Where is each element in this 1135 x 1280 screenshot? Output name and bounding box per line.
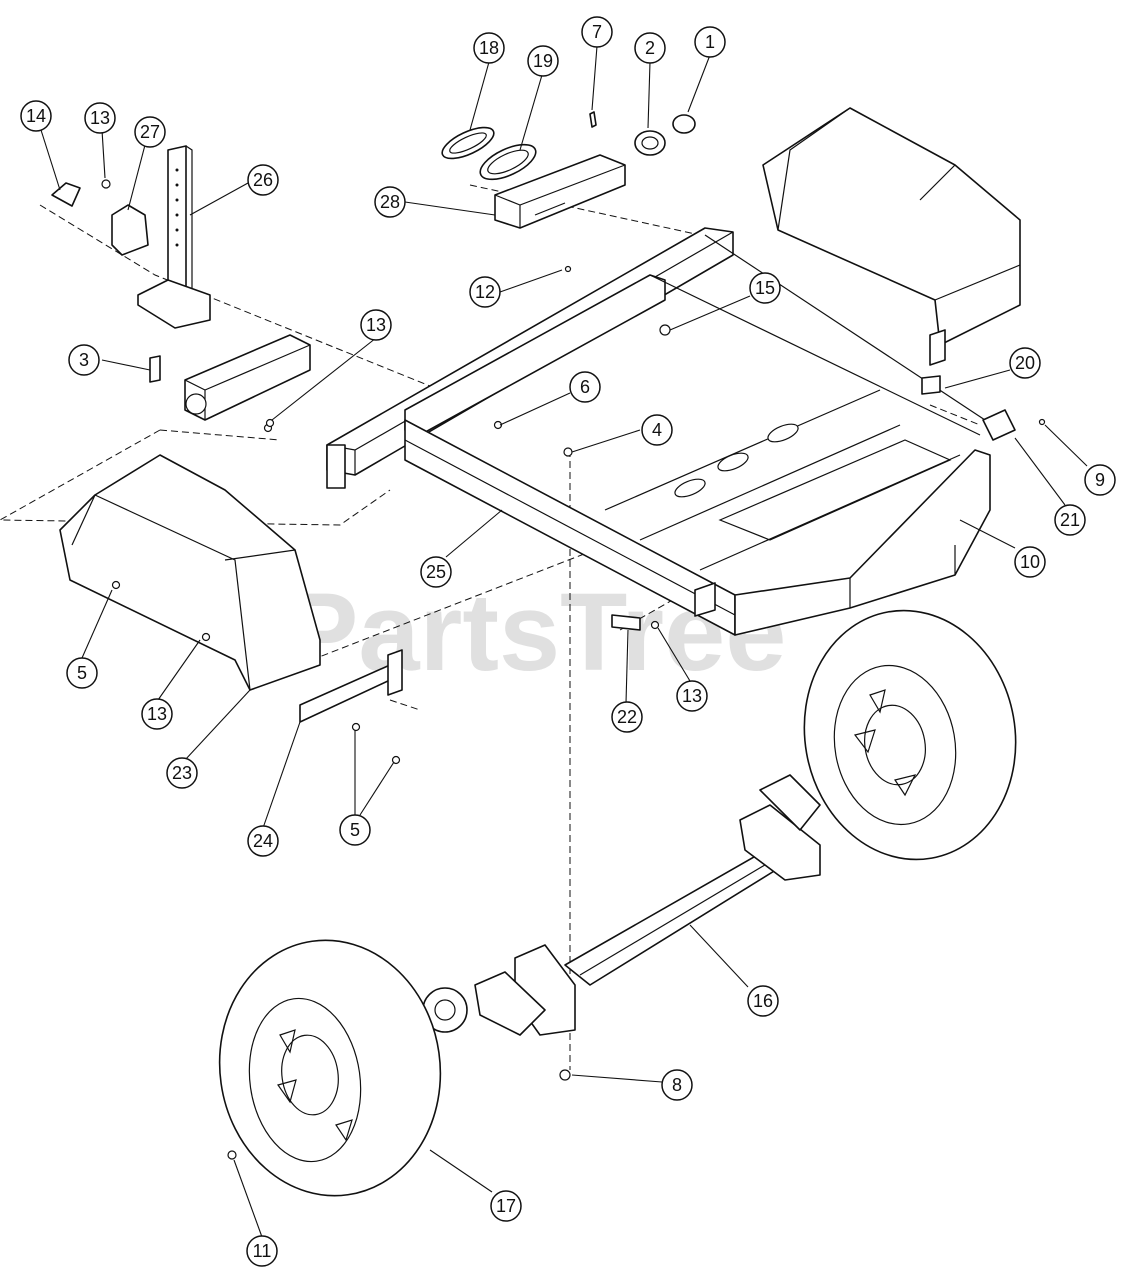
callouts: 1 2 3 4 5 5 6 7 8 9 10 11 12 13 13 13 13… (20, 16, 1116, 1267)
callout-19: 19 (527, 45, 559, 77)
callout-14: 14 (20, 100, 52, 132)
part-clip (51, 182, 81, 207)
callout-27: 27 (134, 116, 166, 148)
part-tongue-tube (149, 334, 311, 433)
callout-10: 10 (1014, 546, 1046, 578)
callout-16: 16 (747, 985, 779, 1017)
part-oval-lens (441, 126, 495, 160)
part-fender-bracket (299, 649, 403, 723)
svg-text:23: 23 (172, 763, 192, 783)
callout-15: 15 (749, 272, 781, 304)
svg-text:22: 22 (617, 707, 637, 727)
svg-text:25: 25 (426, 562, 446, 582)
callout-17: 17 (490, 1190, 522, 1222)
callout-18: 18 (473, 32, 505, 64)
part-fender-right (762, 107, 1021, 366)
svg-text:24: 24 (253, 831, 273, 851)
svg-text:13: 13 (366, 315, 386, 335)
svg-text:26: 26 (253, 170, 273, 190)
svg-text:1: 1 (705, 32, 715, 52)
svg-text:27: 27 (140, 122, 160, 142)
callout-13d: 13 (676, 680, 708, 712)
svg-text:6: 6 (580, 377, 590, 397)
part-jack-stand (101, 145, 211, 329)
part-round-lens (672, 114, 696, 134)
svg-text:15: 15 (755, 278, 775, 298)
callout-28: 28 (374, 186, 406, 218)
callout-3: 3 (68, 344, 100, 376)
callout-24: 24 (247, 825, 279, 857)
part-fender-left (59, 454, 321, 691)
svg-text:4: 4 (652, 420, 662, 440)
callout-22: 22 (611, 701, 643, 733)
callout-7: 7 (581, 16, 613, 48)
callout-8: 8 (661, 1069, 693, 1101)
part-light-gasket (921, 375, 941, 395)
svg-text:3: 3 (79, 350, 89, 370)
svg-text:5: 5 (350, 820, 360, 840)
part-wheel-right (803, 609, 1017, 861)
callout-20: 20 (1009, 347, 1041, 379)
callout-11: 11 (246, 1235, 278, 1267)
part-round-grommet (634, 130, 666, 156)
callout-23: 23 (166, 757, 198, 789)
leader-lines (40, 45, 1088, 1238)
svg-text:9: 9 (1095, 470, 1105, 490)
svg-text:10: 10 (1020, 552, 1040, 572)
svg-text:5: 5 (77, 663, 87, 683)
svg-text:14: 14 (26, 106, 46, 126)
callout-2: 2 (634, 32, 666, 64)
svg-text:13: 13 (682, 686, 702, 706)
part-screw-7 (589, 111, 597, 128)
callout-26: 26 (247, 164, 279, 196)
callout-4: 4 (641, 414, 673, 446)
svg-text:18: 18 (479, 38, 499, 58)
callout-1: 1 (694, 26, 726, 58)
callout-13c: 13 (141, 698, 173, 730)
callout-13b: 13 (360, 309, 392, 341)
svg-text:2: 2 (645, 38, 655, 58)
svg-text:8: 8 (672, 1075, 682, 1095)
svg-text:19: 19 (533, 51, 553, 71)
part-oval-gasket (479, 143, 537, 181)
svg-text:21: 21 (1060, 510, 1080, 530)
svg-text:11: 11 (253, 1241, 272, 1261)
svg-text:7: 7 (592, 22, 602, 42)
callout-21: 21 (1054, 504, 1086, 536)
part-trailer-frame (326, 227, 991, 636)
part-tail-light (982, 409, 1016, 441)
callout-5b: 5 (339, 814, 371, 846)
callout-5a: 5 (66, 657, 98, 689)
callout-13a: 13 (84, 102, 116, 134)
svg-text:13: 13 (90, 108, 110, 128)
part-wheel-left (218, 939, 442, 1197)
svg-text:16: 16 (753, 991, 773, 1011)
svg-text:28: 28 (380, 192, 400, 212)
part-light-housing (494, 154, 626, 229)
callout-25: 25 (420, 556, 452, 588)
svg-text:20: 20 (1015, 353, 1035, 373)
svg-text:13: 13 (147, 704, 167, 724)
callout-12: 12 (469, 276, 501, 308)
svg-text:17: 17 (496, 1196, 516, 1216)
callout-6: 6 (569, 371, 601, 403)
callout-9: 9 (1084, 464, 1116, 496)
part-reflector (611, 614, 641, 631)
svg-text:12: 12 (475, 282, 495, 302)
